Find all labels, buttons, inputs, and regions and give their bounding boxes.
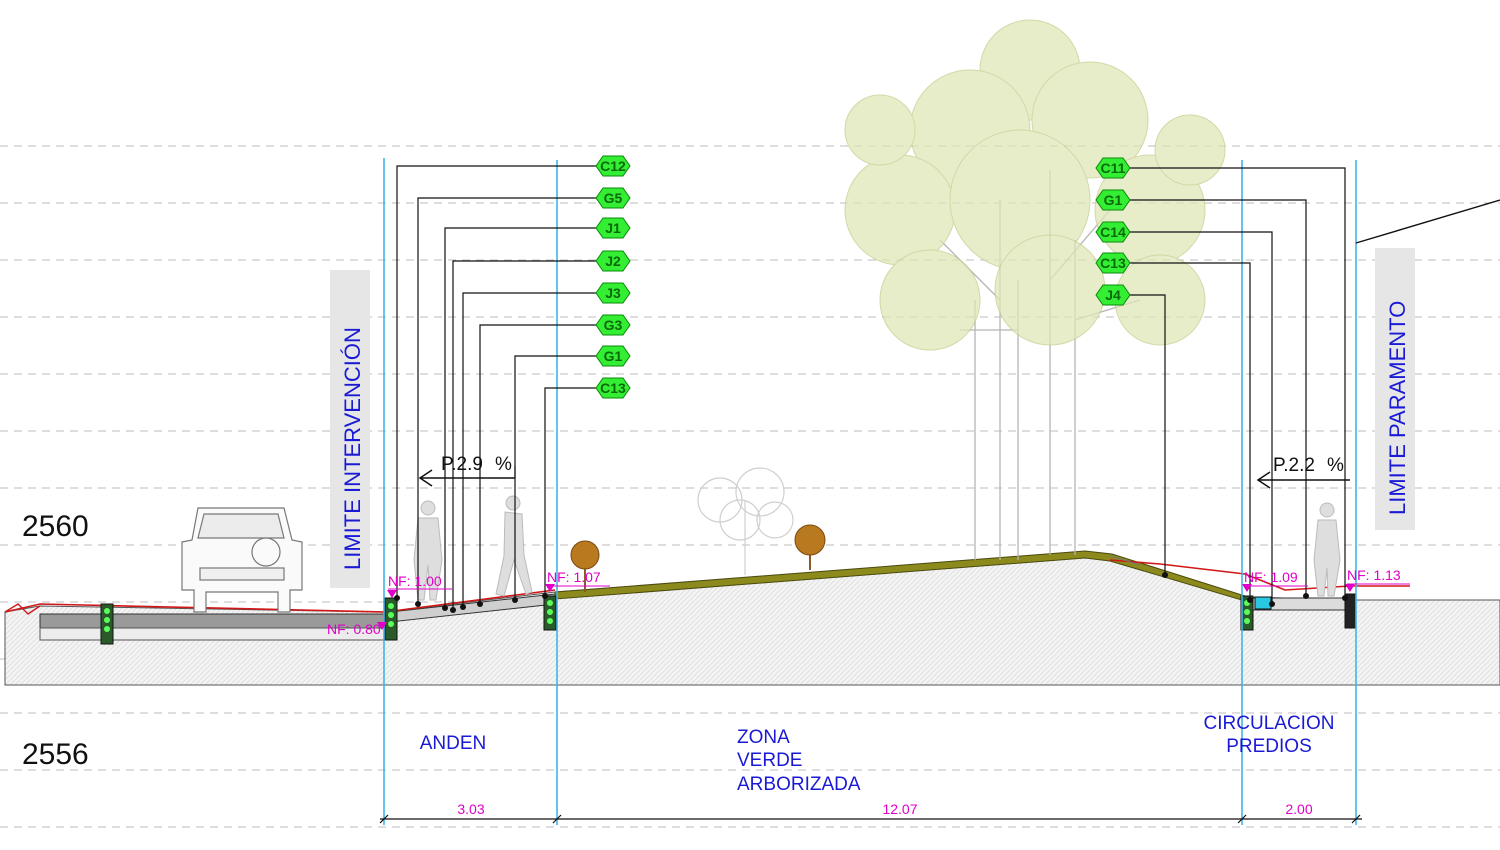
shrub-tree <box>570 540 600 592</box>
slope-label-left: P.2.9% <box>441 454 512 475</box>
level-label: NF: 1.07 <box>547 569 601 585</box>
slope-arrow-right: P.2.2% <box>1256 455 1350 489</box>
dimension-value-verde: 12.07 <box>882 801 917 817</box>
material-tag-label: G1 <box>1104 192 1123 208</box>
section-limit-lines <box>383 158 1357 825</box>
material-tag-label: G3 <box>604 317 623 333</box>
material-tag-label: C14 <box>1100 224 1126 240</box>
material-tag: J2 <box>595 250 631 272</box>
material-tag-label: C13 <box>1100 255 1126 271</box>
material-tag: C11 <box>1095 157 1131 179</box>
zone-label-anden: ANDEN <box>420 733 487 754</box>
material-tag-label: J2 <box>605 253 621 269</box>
utility-box <box>1254 596 1272 610</box>
zone-label-verde-line2: VERDE <box>737 750 802 771</box>
material-tag: C12 <box>595 155 631 177</box>
material-tag: C13 <box>1095 252 1131 274</box>
material-tag: J3 <box>595 282 631 304</box>
large-tree-canopy <box>844 19 1226 560</box>
slope-arrow-left: P.2.9% <box>418 454 516 487</box>
slope-label-right: P.2.2% <box>1273 455 1344 476</box>
material-tag: G1 <box>595 345 631 367</box>
material-tag: J1 <box>595 217 631 239</box>
material-tag: C13 <box>595 377 631 399</box>
limit-intervention-label: LIMITE INTERVENCIÓN <box>330 270 370 588</box>
level-label: NF: 1.09 <box>1244 569 1298 585</box>
material-tag: C14 <box>1095 221 1131 243</box>
material-tags-right: C11 G1 C14 C13 J4 <box>1095 157 1131 306</box>
level-label: NF: 0.80 <box>327 621 381 637</box>
facade-diagonal-line <box>1355 199 1500 244</box>
level-label: NF: 1.13 <box>1347 567 1401 583</box>
material-tag: J4 <box>1095 284 1131 306</box>
material-tag-label: C12 <box>600 158 626 174</box>
car-illustration <box>181 507 303 613</box>
material-tag-label: J1 <box>605 220 621 236</box>
limit-paramento-text: LIMITE PARAMENTO <box>1385 301 1410 515</box>
tag-leader-lines-right <box>1130 167 1346 604</box>
material-tag-label: G5 <box>604 190 623 206</box>
pedestrian-figure <box>413 500 443 601</box>
material-tags-left: C12 G5 J1 J2 J3 G3 G1 C13 <box>595 155 631 399</box>
curb-marker <box>100 603 114 645</box>
background-tree <box>697 467 794 575</box>
curb-marker <box>543 595 557 631</box>
elevation-label-lower: 2556 <box>22 738 89 771</box>
material-tag-label: G1 <box>604 348 623 364</box>
level-label: NF: 1.00 <box>388 573 442 589</box>
zone-label-verde-line3: ARBORIZADA <box>737 774 861 795</box>
material-tag: G1 <box>1095 189 1131 211</box>
tag-leader-lines-left <box>396 165 597 610</box>
dimension-line <box>379 814 1362 824</box>
material-tag-label: C13 <box>600 380 626 396</box>
material-tag-label: J3 <box>605 285 621 301</box>
material-tag: G5 <box>595 187 631 209</box>
zone-label-circulacion-line2: PREDIOS <box>1226 736 1312 757</box>
pedestrian-figure <box>1313 502 1341 597</box>
curb-marker <box>384 597 398 641</box>
dimension-value-circulacion: 2.00 <box>1285 801 1312 817</box>
material-tag-label: J4 <box>1105 287 1121 303</box>
zone-label-circulacion-line1: CIRCULACION <box>1204 713 1335 734</box>
material-tag: G3 <box>595 314 631 336</box>
material-tag-label: C11 <box>1101 160 1126 176</box>
limit-paramento-label: LIMITE PARAMENTO <box>1375 248 1415 530</box>
shrub-tree <box>794 524 826 570</box>
zone-label-verde-line1: ZONA <box>737 727 790 748</box>
elevation-label-upper: 2560 <box>22 510 89 543</box>
level-marks: NF: 1.00 NF: 0.80 NF: 1.07 NF: 1.09 NF: … <box>327 567 1410 637</box>
dimension-value-anden: 3.03 <box>457 801 484 817</box>
pedestrian-figure <box>495 495 533 597</box>
limit-intervention-text: LIMITE INTERVENCIÓN <box>340 327 365 570</box>
